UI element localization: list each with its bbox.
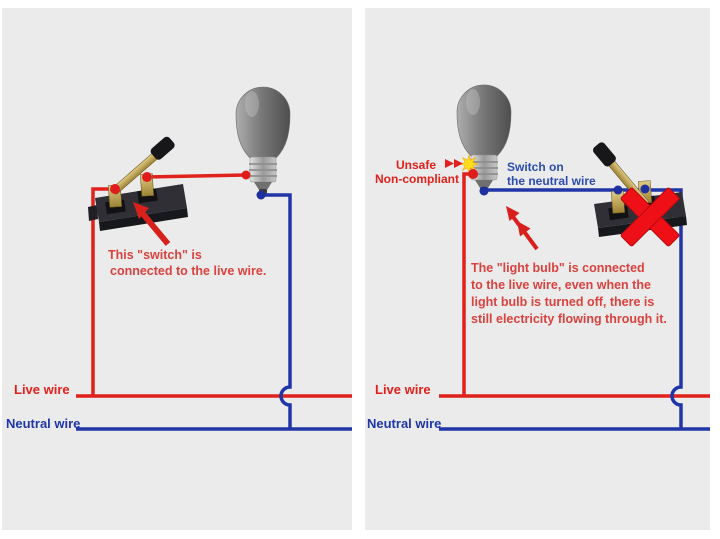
left-panel-art [76,86,352,431]
neutral-wire-branch [484,188,683,429]
warning-arrows-icon [445,159,463,168]
lightning-arrow-icon [506,206,539,251]
light-bulb-icon [235,86,291,194]
right-panel-art [439,84,710,431]
neutral-wire-label: Neutral wire [367,416,442,431]
wire-jump [484,188,683,429]
bulb-annotation-line3: light bulb is turned off, there is [471,295,655,309]
red-x-icon [620,187,680,247]
switch-note-line1: Switch on [507,160,564,174]
switch-annotation-line2: connected to the live wire. [110,264,267,278]
panel-switch-on-live-wire: This "switch" is connected to the live w… [2,8,352,530]
panel-switch-on-neutral-wire: Unsafe Non-compliant Switch on the neutr… [365,8,710,530]
bulb-annotation-line2: to the live wire, even when the [471,278,651,292]
live-wire-branch [91,173,247,396]
bulb-annotation-line1: The "light bulb" is connected [471,261,645,275]
terminal-dots [110,170,266,200]
live-wire-label: Live wire [375,382,431,397]
knife-switch-icon [88,136,188,231]
unsafe-label: Unsafe [395,158,436,172]
neutral-wire-branch [259,193,292,429]
wire-jump [259,193,292,429]
switch-note-line2: the neutral wire [507,174,596,188]
switch-annotation-line1: This "switch" is [108,248,202,262]
terminal-dots [468,169,650,196]
neutral-wire-label: Neutral wire [6,416,81,431]
non-compliant-label: Non-compliant [375,172,459,186]
bulb-annotation-line4: still electricity flowing through it. [471,312,667,326]
live-wire-label: Live wire [14,382,70,397]
annotation-arrow-icon [133,202,171,246]
